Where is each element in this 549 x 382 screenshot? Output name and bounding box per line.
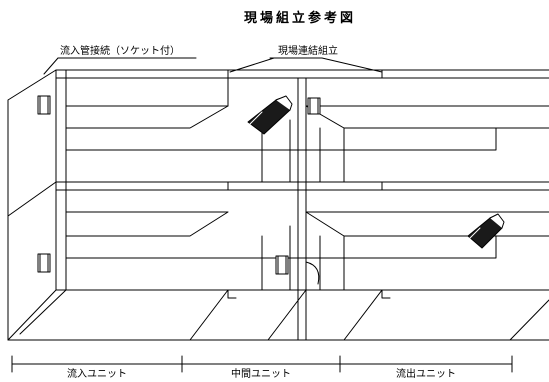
pipe-socket-icon [37, 253, 51, 273]
unit-dimension-line [11, 355, 513, 373]
middle-shelf [7, 181, 549, 217]
unit-label-inflow: 流入ユニット [67, 367, 127, 380]
joint-center [297, 77, 307, 341]
label-inlet-connection: 流入管接続（ソケット付） [60, 44, 180, 57]
lower-shaft [261, 225, 345, 291]
upper-floors [65, 105, 549, 151]
diagram-title: 現場組立参考図 [244, 10, 356, 26]
elbow-pipe-icon [467, 213, 505, 249]
pipe-socket-icon [37, 95, 51, 115]
bottom-floor [189, 289, 549, 341]
label-site-connection: 現場連結組立 [278, 44, 338, 57]
top-rim [55, 69, 549, 291]
pipe-socket-icon [307, 97, 321, 115]
upper-shaft-left [261, 119, 291, 183]
pipe-socket-icon [275, 255, 289, 275]
upper-shaft-right [319, 127, 345, 183]
unit-label-middle: 中間ユニット [231, 367, 291, 380]
joint-right-upper [227, 69, 383, 191]
elbow-pipe-icon [247, 95, 293, 135]
front-face [7, 289, 549, 341]
joint-left-upper [227, 69, 237, 107]
leader-inlet [43, 57, 197, 75]
pipe-arc [305, 261, 320, 285]
unit-label-outflow: 流出ユニット [396, 367, 456, 380]
